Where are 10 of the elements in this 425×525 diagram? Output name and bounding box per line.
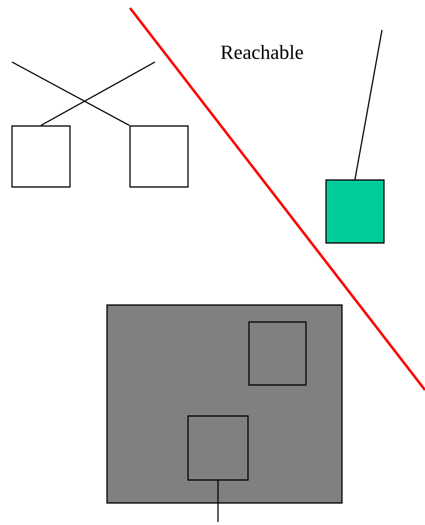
box — [11, 125, 71, 188]
box — [129, 125, 189, 188]
box — [325, 179, 385, 244]
line — [40, 61, 156, 126]
line — [12, 61, 130, 126]
line — [217, 480, 219, 522]
label: Reachable — [220, 44, 303, 60]
box — [248, 321, 307, 386]
line — [354, 30, 383, 180]
box — [187, 415, 249, 481]
